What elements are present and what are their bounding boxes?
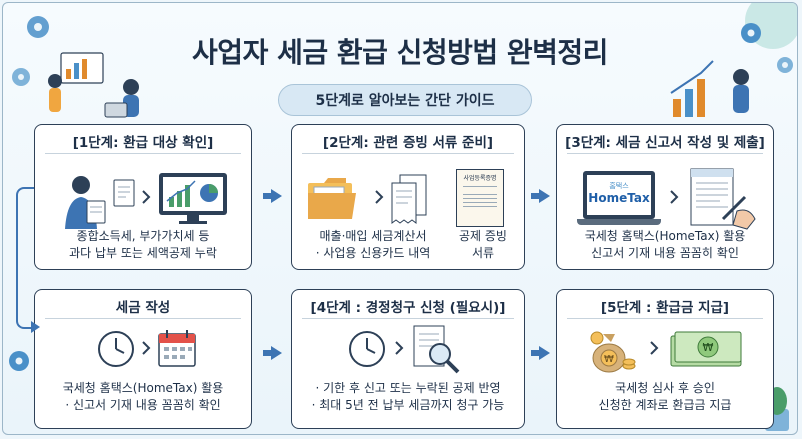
decorative-illustration-left — [12, 16, 139, 118]
hometax-small-label: 홈택스 — [609, 182, 629, 190]
step-description-left: 매출·매입 세금계산서 · 사업용 신용카드 내역 — [298, 228, 448, 262]
flow-arrow-1-2 — [263, 189, 282, 203]
step-line: 서류 — [471, 246, 495, 260]
chevron-right-icon — [650, 341, 659, 355]
step-description: 국세청 홈택스(HomeTax) 활용 신고서 기재 내용 꼼꼼히 확인 — [561, 228, 769, 262]
step-description: 국세청 심사 후 승인 신청한 계좌로 환급금 지급 — [561, 380, 769, 414]
form-document-with-hand-icon — [690, 168, 756, 230]
step-card-1: [1단계: 환급 대상 확인] 종합소득세, — [34, 124, 252, 270]
step-card-5: [4단계 : 경정청구 신청 (필요시)] · 기한 후 신고 또는 누락된 공… — [291, 289, 525, 429]
step-line: · 신고서 기재 내용 꼼꼼히 확인 — [65, 398, 221, 412]
certificate-label: 사업등록증명 — [463, 175, 497, 182]
chevron-right-icon — [395, 341, 404, 355]
step-line: 공제 증빙 — [459, 229, 507, 243]
step-line: · 사업용 신용카드 내역 — [315, 246, 431, 260]
step-illustration — [292, 324, 524, 392]
step-illustration — [35, 165, 251, 233]
flow-arrow-4-5 — [263, 346, 282, 360]
decorative-illustration-bottom — [9, 351, 29, 371]
step-title: [3단계: 세금 신고서 작성 및 제출] — [557, 131, 773, 154]
row-connector-line — [16, 187, 34, 329]
won-symbol: ₩ — [604, 354, 614, 365]
person-reading-icon — [65, 176, 106, 229]
step-title: [2단계: 관련 증빙 서류 준비] — [292, 131, 524, 154]
step-line: 국세청 홈택스(HomeTax) 활용 — [62, 381, 224, 395]
subtitle-badge: 5단계로 알아보는 간단 가이드 — [278, 84, 532, 116]
chevron-right-icon — [375, 190, 384, 204]
chevron-right-icon — [670, 190, 679, 204]
step-line: 국세청 심사 후 승인 — [615, 381, 715, 395]
step-description: 국세청 홈택스(HomeTax) 활용 · 신고서 기재 내용 꼼꼼히 확인 — [39, 380, 247, 414]
step-title: 세금 작성 — [35, 296, 251, 319]
flow-arrow-2-3 — [531, 189, 550, 203]
step-illustration: 사업등록증명 — [292, 165, 524, 233]
step-line: 신청한 계좌로 환급금 지급 — [598, 398, 732, 412]
document-icon — [113, 179, 135, 207]
decorative-illustration-right — [670, 3, 797, 117]
subtitle-text: 5단계로 알아보는 간단 가이드 — [315, 93, 495, 109]
laptop-hometax-icon: 홈택스 HomeTax — [577, 171, 661, 229]
infographic-frame: 사업자 세금 환급 신청방법 완벽정리 5단계로 알아보는 간단 가이드 [1단… — [2, 2, 798, 435]
hometax-logo-text: HomeTax — [588, 191, 650, 205]
clock-icon — [349, 331, 385, 367]
flow-arrow-5-6 — [531, 346, 550, 360]
monitor-chart-icon — [159, 173, 227, 224]
receipt-icon — [391, 174, 427, 224]
step-line: 신고서 기재 내용 꼼꼼히 확인 — [591, 246, 739, 260]
step-line: 매출·매입 세금계산서 — [319, 229, 427, 243]
page-title: 사업자 세금 환급 신청방법 완벽정리 — [192, 36, 608, 69]
clock-icon — [98, 331, 134, 367]
banknote-icon: ₩ — [670, 331, 742, 367]
step-illustration: 홈택스 HomeTax — [557, 165, 773, 233]
step-illustration: ₩ ₩ — [557, 324, 773, 392]
chevron-right-icon — [142, 190, 151, 204]
step-description-right: 공제 증빙 서류 — [448, 228, 518, 262]
certificate-document-icon: 사업등록증명 — [456, 169, 504, 227]
document-magnifier-icon — [413, 325, 460, 374]
step-description: 종합소득세, 부가가치세 등 과다 납부 또는 세액공제 누락 — [39, 228, 247, 262]
step-card-2: [2단계: 관련 증빙 서류 준비] 사업등록증명 — [291, 124, 525, 270]
step-line: · 기한 후 신고 또는 누락된 공제 반영 — [315, 381, 501, 395]
step-line: · 최대 5년 전 납부 세금까지 청구 가능 — [311, 398, 505, 412]
step-line: 종합소득세, 부가가치세 등 — [76, 229, 210, 243]
won-symbol: ₩ — [703, 341, 714, 354]
step-line: 과다 납부 또는 세액공제 누락 — [69, 246, 217, 260]
step-card-6: [5단계 : 환급금 지급] ₩ ₩ 국세청 심사 후 승인 신청한 계좌로 환… — [556, 289, 774, 429]
money-bag-icon: ₩ — [590, 331, 636, 373]
chevron-right-icon — [142, 341, 151, 355]
calendar-icon — [158, 330, 196, 367]
step-card-4: 세금 작성 국세청 홈택스(HomeTax) 활용 · 신고서 기재 내용 꼼꼼… — [34, 289, 252, 429]
step-card-3: [3단계: 세금 신고서 작성 및 제출] 홈택스 HomeTax — [556, 124, 774, 270]
folder-icon — [308, 178, 356, 219]
step-title: [5단계 : 환급금 지급] — [557, 296, 773, 319]
step-title: [4단계 : 경정청구 신청 (필요시)] — [292, 296, 524, 319]
step-illustration — [35, 324, 251, 392]
step-line: 국세청 홈택스(HomeTax) 활용 — [584, 229, 746, 243]
step-description: · 기한 후 신고 또는 누락된 공제 반영 · 최대 5년 전 납부 세금까지… — [296, 380, 520, 414]
step-title: [1단계: 환급 대상 확인] — [35, 131, 251, 154]
row-connector-arrowhead — [31, 321, 40, 333]
